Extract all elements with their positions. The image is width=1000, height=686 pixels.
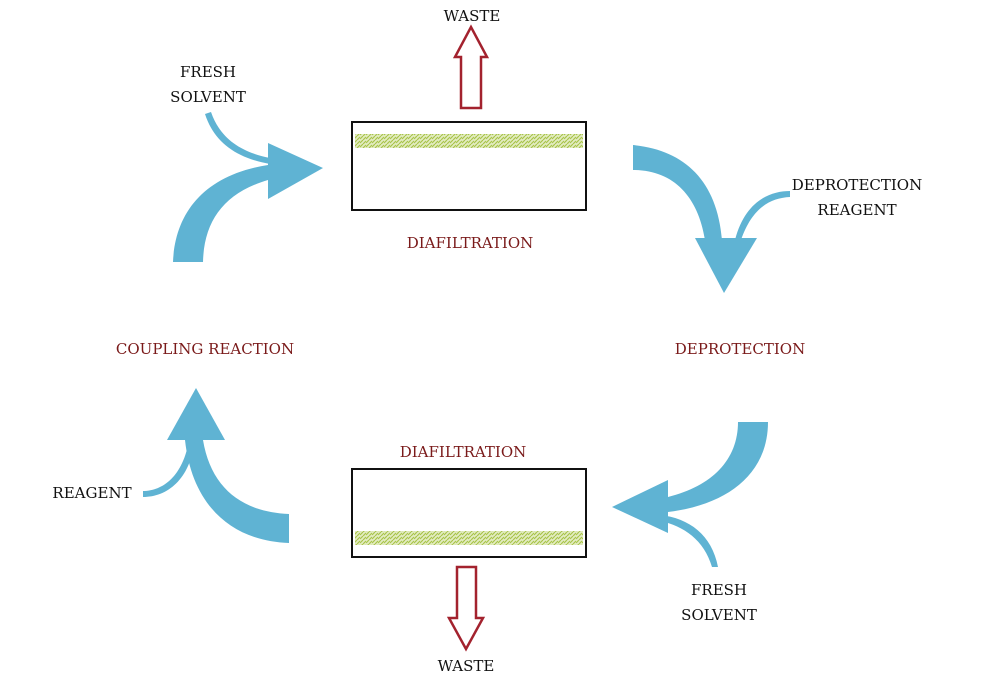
waste-arrow-up-icon xyxy=(452,24,490,110)
deprotection-reagent-line2: REAGENT xyxy=(817,201,897,219)
coupling-reaction-label: COUPLING REACTION xyxy=(115,340,295,358)
deprotection-label: DEPROTECTION xyxy=(674,340,806,358)
flow-arrow-top-right-icon xyxy=(633,145,790,293)
flow-arrow-top-left-icon xyxy=(173,112,323,262)
deprotection-reagent-label: DEPROTECTION REAGENT xyxy=(792,173,922,223)
diafiltration-bottom-label: DIAFILTRATION xyxy=(399,443,527,461)
membrane-bottom xyxy=(355,531,583,545)
fresh-solvent-top-line2: SOLVENT xyxy=(170,88,246,106)
fresh-solvent-top-label: FRESH SOLVENT xyxy=(170,60,246,110)
diafiltration-unit-top xyxy=(351,121,587,211)
flow-arrow-bottom-left-icon xyxy=(143,388,289,543)
diafiltration-unit-bottom xyxy=(351,468,587,558)
fresh-solvent-bottom-line1: FRESH xyxy=(690,581,748,599)
waste-bottom-label: WASTE xyxy=(437,657,495,675)
membrane-top xyxy=(355,134,583,148)
diafiltration-top-label: DIAFILTRATION xyxy=(406,234,534,252)
deprotection-reagent-line1: DEPROTECTION xyxy=(791,176,923,194)
fresh-solvent-bottom-line2: SOLVENT xyxy=(681,606,757,624)
flow-arrow-bottom-right-icon xyxy=(612,422,768,567)
waste-arrow-down-icon xyxy=(446,565,486,652)
fresh-solvent-bottom-label: FRESH SOLVENT xyxy=(681,578,757,628)
waste-top-label: WASTE xyxy=(443,7,501,25)
reagent-label: REAGENT xyxy=(52,484,132,502)
fresh-solvent-top-line1: FRESH xyxy=(179,63,237,81)
